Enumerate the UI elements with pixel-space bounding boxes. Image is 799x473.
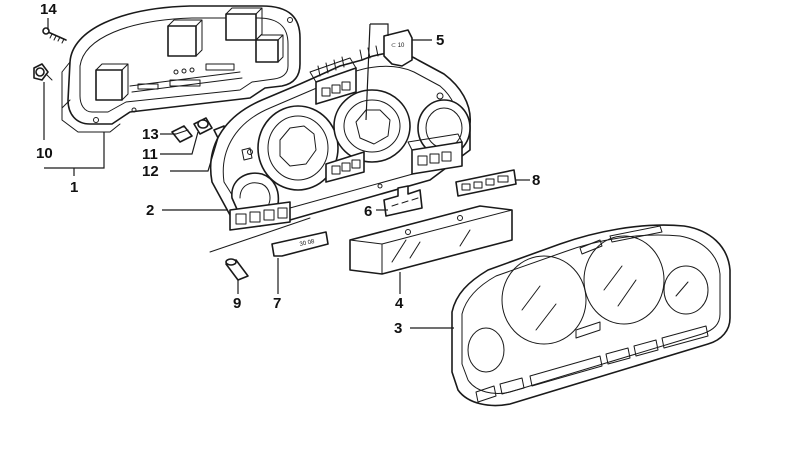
part-10-bulb (33, 63, 53, 81)
callout-14: 14 (40, 1, 57, 18)
part-8-indicator-strip (455, 169, 517, 197)
part-4-lens-strip (349, 205, 513, 275)
part-6-symbol-plate (383, 185, 423, 217)
callout-13: 13 (142, 126, 159, 143)
callout-10: 10 (36, 145, 53, 162)
callout-12: 12 (142, 163, 159, 180)
part-7-label: 30 08 (271, 231, 329, 257)
part-5-cover: ⊂ 10 (383, 29, 413, 67)
part-13-bulb (171, 125, 193, 143)
part-3-front-bezel (451, 224, 731, 407)
part-2-cluster-housing (209, 45, 471, 231)
callout-4: 4 (395, 295, 404, 312)
callout-labels: 14 5 10 1 13 11 12 8 2 6 9 7 4 3 (36, 1, 540, 337)
leader-lines (43, 18, 530, 329)
callout-8: 8 (532, 172, 540, 189)
callout-2: 2 (146, 202, 154, 219)
callout-1: 1 (70, 179, 78, 196)
part-14-screw (42, 27, 67, 44)
callout-5: 5 (436, 32, 444, 49)
callout-3: 3 (394, 320, 402, 337)
callout-11: 11 (142, 146, 158, 163)
part-11-bulb-holder (193, 117, 213, 135)
callout-9: 9 (233, 295, 241, 312)
part-1-rear-housing (61, 5, 301, 133)
callout-6: 6 (364, 203, 372, 220)
part-9-pin (225, 258, 249, 281)
callout-7: 7 (273, 295, 281, 312)
part-7-marking: 30 08 (299, 239, 316, 248)
part-5-marking: ⊂ 10 (391, 43, 405, 49)
